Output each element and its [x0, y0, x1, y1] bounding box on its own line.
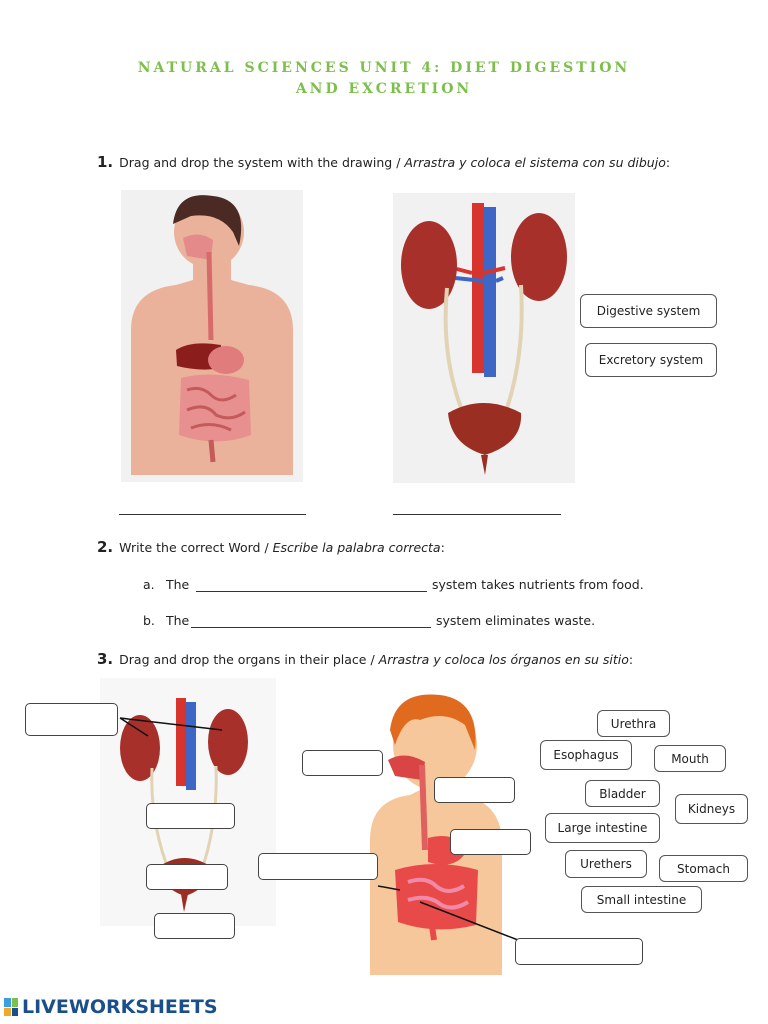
- question-2-text-es: Escribe la palabra correcta: [272, 540, 441, 555]
- question-1: 1. Drag and drop the system with the draw…: [97, 153, 670, 171]
- digestive-system-image: [121, 190, 303, 482]
- question-2b-label: b.: [143, 613, 155, 628]
- card-urethra[interactable]: Urethra: [597, 710, 670, 737]
- question-2-suffix: :: [440, 540, 445, 555]
- drop-zone-stomach-label[interactable]: [450, 829, 531, 855]
- question-1-number: 1.: [97, 153, 114, 171]
- question-3-text: Drag and drop the organs in their place …: [119, 652, 379, 667]
- card-stomach[interactable]: Stomach: [659, 855, 748, 882]
- question-2-number: 2.: [97, 538, 114, 556]
- card-mouth[interactable]: Mouth: [654, 745, 726, 772]
- card-large-intestine[interactable]: Large intestine: [545, 813, 660, 843]
- question-3-suffix: :: [628, 652, 634, 667]
- question-1-suffix: :: [665, 155, 671, 170]
- drop-zone-small-intestine-label[interactable]: [515, 938, 643, 965]
- drop-zone-kidney-label[interactable]: [25, 703, 118, 736]
- question-1-text: Drag and drop the system with the drawin…: [119, 155, 405, 170]
- liveworksheets-logo: LIVEWORKSHEETS: [4, 996, 218, 1018]
- answer-blank-excretory[interactable]: [393, 514, 561, 515]
- question-2: 2. Write the correct Word / Escribe la pa…: [97, 538, 445, 556]
- question-2a-blank[interactable]: [196, 591, 427, 592]
- question-3: 3. Drag and drop the organs in their plac…: [97, 650, 633, 668]
- drop-zone-esophagus-label[interactable]: [434, 777, 515, 803]
- question-2a-after: system takes nutrients from food.: [432, 577, 644, 592]
- card-excretory-system[interactable]: Excretory system: [585, 343, 717, 377]
- card-kidneys[interactable]: Kidneys: [675, 794, 748, 824]
- liveworksheets-logo-icon: [4, 998, 18, 1016]
- question-2b-blank[interactable]: [191, 627, 431, 628]
- worksheet-title-line2: AND EXCRETION: [295, 81, 473, 97]
- answer-blank-digestive[interactable]: [119, 514, 306, 515]
- question-2-text: Write the correct Word /: [119, 540, 273, 555]
- digestive-system-drawing: [131, 195, 293, 475]
- question-3-number: 3.: [97, 650, 114, 668]
- drop-zone-large-intestine-label[interactable]: [258, 853, 378, 880]
- excretory-system-image: [393, 193, 575, 483]
- question-2b-after: system eliminates waste.: [436, 613, 596, 628]
- card-esophagus[interactable]: Esophagus: [540, 740, 632, 770]
- card-bladder[interactable]: Bladder: [585, 780, 660, 807]
- drop-zone-mouth-label[interactable]: [302, 750, 383, 776]
- drop-zone-ureter-label[interactable]: [146, 803, 235, 829]
- question-1-text-es: Arrastra y coloca el sistema con su dibu…: [404, 155, 666, 170]
- card-urethers[interactable]: Urethers: [565, 850, 647, 878]
- question-2a-label: a.: [143, 577, 155, 592]
- question-3-text-es: Arrastra y coloca los órganos en su siti…: [378, 652, 629, 667]
- excretory-system-drawing: [401, 203, 567, 475]
- question-2a-before: The: [166, 577, 190, 592]
- worksheet-title-line1: NATURAL SCIENCES UNIT 4: DIET DIGESTION: [137, 60, 631, 76]
- card-small-intestine[interactable]: Small intestine: [581, 886, 702, 913]
- card-digestive-system[interactable]: Digestive system: [580, 294, 717, 328]
- drop-zone-urethra-label[interactable]: [154, 913, 235, 939]
- drop-zone-bladder-label[interactable]: [146, 864, 228, 890]
- liveworksheets-brand-text: LIVEWORKSHEETS: [22, 996, 218, 1018]
- question-2b-before: The: [166, 613, 190, 628]
